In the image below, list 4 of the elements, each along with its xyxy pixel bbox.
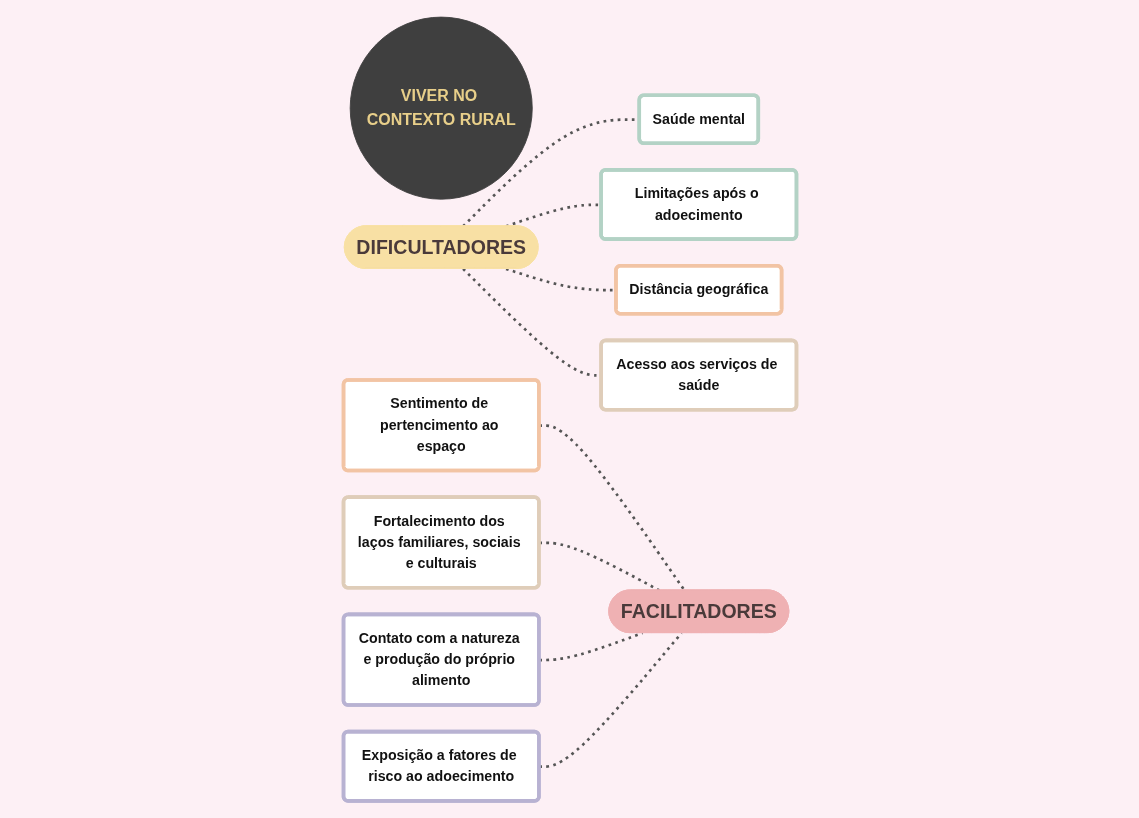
node-circle: VIVER NO CONTEXTO RURAL [349, 16, 533, 200]
connector [538, 632, 683, 769]
connector [538, 424, 686, 592]
connector [538, 631, 643, 662]
